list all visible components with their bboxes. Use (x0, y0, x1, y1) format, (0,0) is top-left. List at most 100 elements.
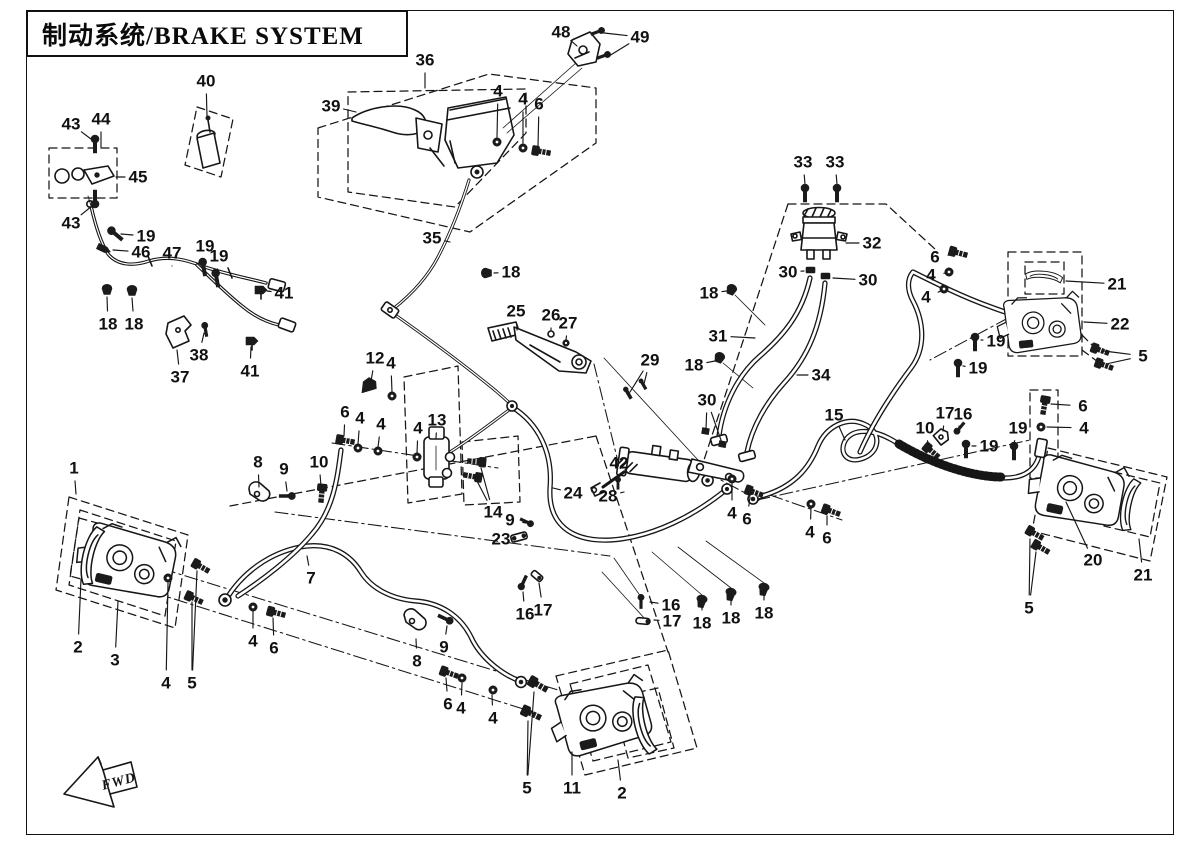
callout-number: 10 (310, 453, 329, 472)
callout-leader (527, 691, 535, 776)
callout-number: 4 (727, 504, 737, 523)
callout-leader (526, 720, 529, 776)
callout-number: 34 (812, 366, 831, 385)
callout-leader (1065, 280, 1105, 284)
callout-number: 19 (980, 437, 999, 456)
callout-number: 11 (563, 779, 581, 798)
callout-number: 19 (210, 247, 229, 266)
callout-leader (937, 290, 942, 293)
callout-leader (80, 131, 92, 140)
callout-number: 19 (1009, 419, 1028, 438)
callout-number: 35 (423, 229, 442, 248)
callout-leader (538, 582, 542, 598)
callout-number: 6 (1078, 397, 1087, 416)
callout-number: 6 (822, 529, 831, 548)
callout-number: 17 (663, 612, 682, 631)
callout-number: 24 (564, 484, 583, 503)
front-master-cylinder-group (351, 31, 601, 179)
callout-number: 2 (73, 638, 82, 657)
callout-leader (629, 370, 644, 393)
callout-leader (131, 297, 134, 312)
callout-leader (1046, 426, 1072, 429)
callout-number: 4 (456, 699, 466, 718)
callout-leader (617, 759, 621, 781)
callout-number: 48 (552, 23, 571, 42)
callout-leader (112, 249, 129, 252)
callout-leader (266, 290, 272, 293)
callout-number: 4 (805, 523, 815, 542)
callout-number: 19 (137, 227, 156, 246)
callout-number: 33 (794, 153, 813, 172)
callout-number: 26 (542, 306, 561, 325)
callout-leader (649, 601, 659, 604)
callout-leader (201, 332, 205, 343)
callout-leader (80, 205, 93, 216)
callout-number: 33 (826, 153, 845, 172)
callout-number: 9 (439, 638, 448, 657)
callout-leader (249, 346, 252, 359)
callout-number: 21 (1108, 275, 1127, 294)
callout-number: 18 (700, 284, 719, 303)
callout-leader (165, 582, 169, 671)
callout-number: 18 (685, 356, 704, 375)
callout-number: 22 (1111, 315, 1130, 334)
callout-number: 17 (534, 601, 553, 620)
callout-number: 4 (248, 632, 258, 651)
page-border (26, 10, 1174, 835)
callout-number: 17 (936, 404, 955, 423)
callout-leader (445, 677, 448, 692)
callout-leader (120, 233, 134, 236)
callout-leader (832, 277, 856, 280)
callout-number: 21 (1134, 566, 1153, 585)
callout-number: 6 (534, 95, 543, 114)
callout-leader (370, 370, 374, 382)
callout-leader (106, 296, 109, 312)
callout-leader (480, 467, 491, 501)
callout-number: 18 (722, 609, 741, 628)
callout-number: 42 (610, 454, 629, 473)
callout-leader (192, 570, 198, 671)
callout-leader (257, 474, 260, 488)
callout-number: 5 (522, 779, 531, 798)
callout-number: 18 (99, 315, 118, 334)
callout-leader (835, 174, 838, 185)
callout-number: 15 (825, 406, 844, 425)
callout-number: 25 (507, 302, 526, 321)
callout-number: 4 (161, 674, 171, 693)
callout-number: 37 (171, 368, 190, 387)
callout-leader (216, 268, 219, 274)
brackets (96, 243, 950, 631)
callout-leader (608, 43, 630, 57)
callout-number: 40 (197, 72, 216, 91)
callout-number: 8 (412, 652, 421, 671)
callout-leader (1013, 440, 1016, 444)
callout-number: 4 (1079, 419, 1089, 438)
callout-leader (552, 487, 561, 491)
callout-number: 6 (340, 403, 349, 422)
callout-leader (803, 174, 806, 185)
callout-leader (565, 335, 568, 341)
callout-number: 2 (617, 784, 626, 803)
callout-leader (705, 412, 708, 431)
callout-leader (1030, 551, 1037, 596)
callout-leader (343, 424, 346, 437)
callout-number: 5 (187, 674, 196, 693)
callout-leader (942, 425, 945, 432)
callout-number: 43 (62, 115, 81, 134)
callout-leader (272, 617, 275, 636)
callout-leader (476, 480, 488, 501)
callout-number: 20 (1084, 551, 1103, 570)
callout-leader (570, 40, 578, 47)
callout-number: 19 (987, 332, 1006, 351)
callout-leader (115, 600, 119, 648)
callout-number: 5 (1024, 599, 1033, 618)
callout-number: 49 (631, 28, 650, 47)
callout-number: 4 (518, 90, 528, 109)
callout-leader (445, 625, 448, 635)
callout-leader (343, 108, 357, 113)
callout-number: 4 (355, 409, 365, 428)
callout-number: 4 (493, 82, 503, 101)
